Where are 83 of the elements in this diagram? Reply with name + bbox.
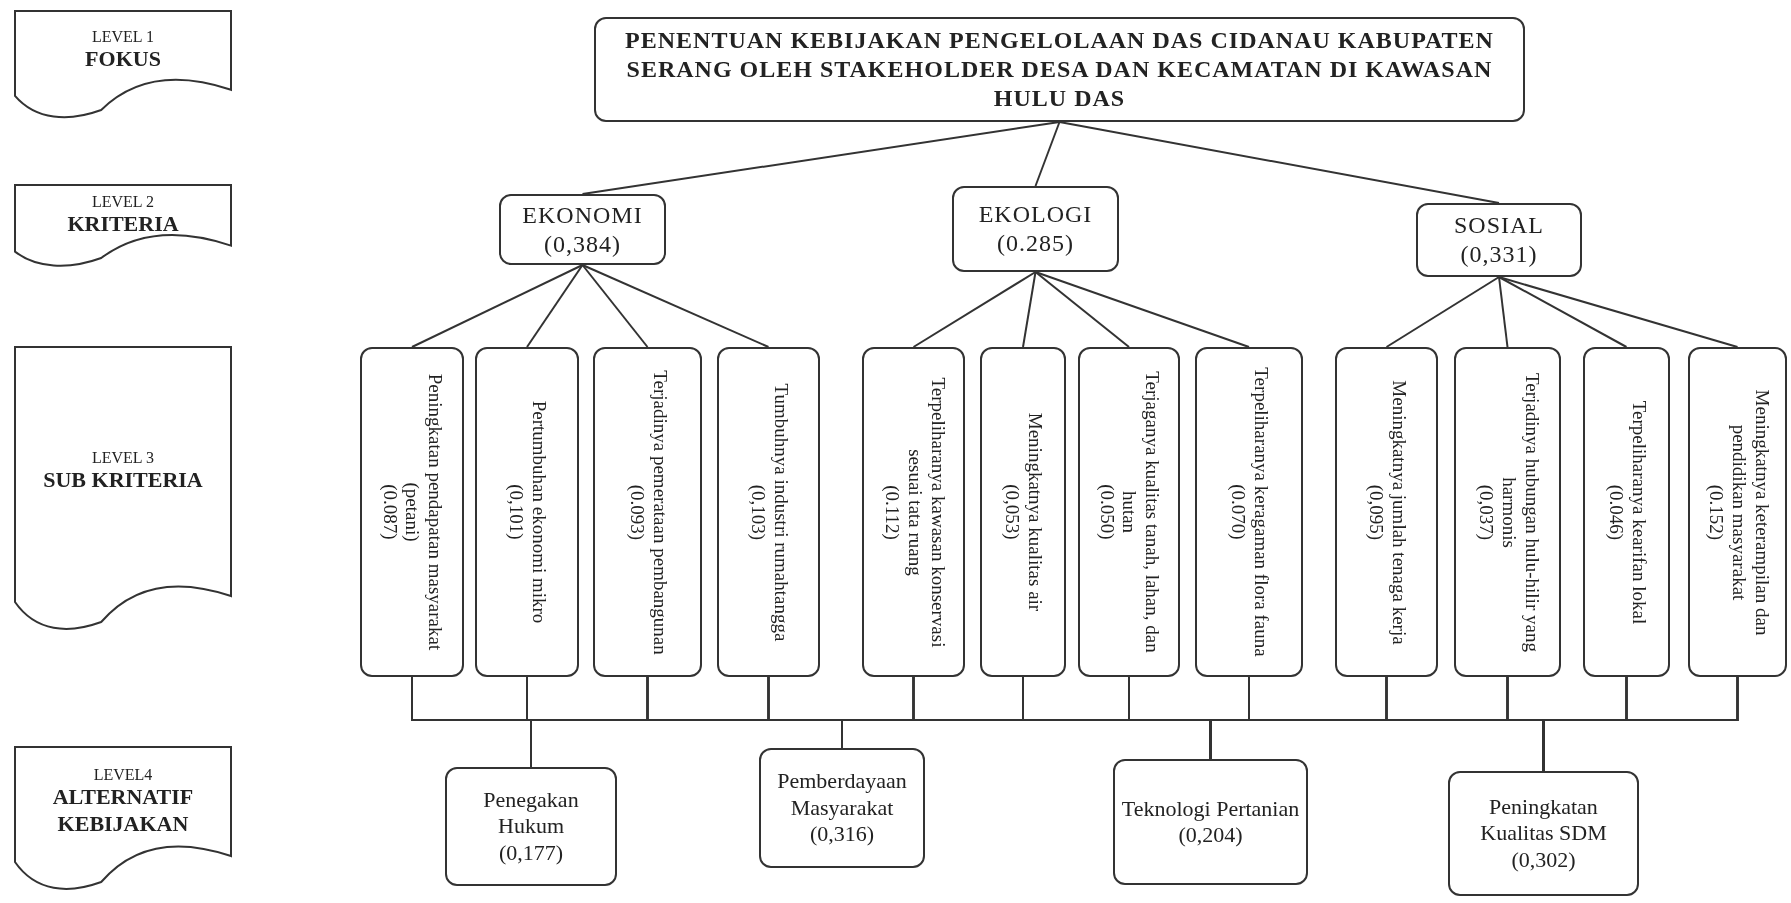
- connector-line: [1034, 271, 1130, 348]
- goal-box: [594, 17, 1525, 122]
- subcriteria-weight: (0.152): [1704, 483, 1727, 542]
- subcriteria-box: [1583, 347, 1670, 677]
- subcriteria-box: [593, 347, 702, 677]
- subcriteria-weight: (0.087): [378, 483, 401, 542]
- subcriteria-box: [1335, 347, 1438, 677]
- alternative-weight: (0,302): [1510, 846, 1577, 874]
- alternative-weight: (0,316): [808, 821, 876, 848]
- subcriteria-box: [1078, 347, 1180, 677]
- connector-line: [1498, 276, 1509, 348]
- subcriteria-weight: (0.050): [1095, 483, 1118, 542]
- subcriteria-name: Peningkatan pendapatan masyarakat (petani): [401, 372, 447, 653]
- criteria-box: [952, 186, 1119, 272]
- subcriteria-box: [980, 347, 1066, 677]
- criteria-name: EKOLOGI: [977, 200, 1094, 229]
- connector-line: [581, 121, 1061, 195]
- subcriteria-name: Terjadinya hubungan hulu-hilir yang harmonis: [1496, 371, 1542, 654]
- connector-line: [1034, 121, 1061, 187]
- subcriteria-name: Meningkatnya jumlah tenaga kerja: [1387, 378, 1410, 647]
- alternative-name: Pemberdayaan Masyarakat: [776, 768, 908, 822]
- subcriteria-box: [1195, 347, 1303, 677]
- criteria-name: SOSIAL: [1453, 211, 1545, 240]
- subcriteria-name: Terpeliharanya kawasan konservasi sesuai tata ruang: [902, 376, 948, 649]
- subcriteria-box: [1688, 347, 1787, 677]
- subcriteria-box: [862, 347, 965, 677]
- criteria-name: EKONOMI: [521, 200, 644, 230]
- subcriteria-weight: (0.046): [1604, 483, 1627, 542]
- connector-line: [581, 264, 770, 348]
- level-name: KRITERIA: [66, 211, 180, 238]
- level-number: LEVEL4: [92, 765, 154, 785]
- connector-line: [581, 264, 649, 348]
- subcriteria-name: Terpeliharanya kearifan lokal: [1627, 399, 1650, 626]
- subcriteria-weight: (0.093): [625, 483, 648, 542]
- subcriteria-name: Terpeliharanya keragaman flora fauna: [1249, 366, 1272, 659]
- subcriteria-weight: (0,103): [746, 483, 769, 542]
- subcriteria-name: Meningkatnya keterampilan dan pendidikan masyarakat: [1726, 388, 1772, 637]
- subcriteria-name: Terjadinya pemerataan pembangunan: [648, 368, 671, 657]
- subcriteria-name: Terjaganya kualitas tanah, lahan, dan hutan: [1118, 370, 1164, 655]
- connector-line: [1022, 271, 1037, 348]
- connector-line: [1058, 121, 1500, 204]
- connector-line: [1498, 276, 1739, 348]
- subcriteria-box: [360, 347, 464, 677]
- subcriteria-weight: (0.112): [880, 483, 903, 542]
- alternative-box: [1448, 771, 1639, 896]
- subcriteria-weight: (0,053): [1001, 483, 1023, 542]
- connector-line: [1498, 276, 1628, 348]
- subcriteria-weight: (0.070): [1227, 483, 1249, 542]
- subcriteria-weight: (0,101): [505, 483, 527, 542]
- subcriteria-weight: (0,037): [1474, 483, 1497, 542]
- alternative-weight: (0,177): [497, 839, 565, 867]
- level-name: FOKUS: [84, 46, 162, 73]
- alternative-name: Teknologi Pertanian: [1120, 795, 1301, 822]
- goal-title: PENENTUAN KEBIJAKAN PENGELOLAAN DAS CIDANAU KABUPATEN SERANG OLEH STAKEHOLDER DESA DAN KECAMATAN DI KAWASAN HULU DAS: [624, 26, 1495, 113]
- level-name: ALTERNATIF KEBIJAKAN: [51, 784, 195, 837]
- subcriteria-box: [1454, 347, 1561, 677]
- subcriteria-name: Pertumbuhan ekonomi mikro: [527, 399, 550, 626]
- connector-line: [1034, 271, 1250, 348]
- level-number: LEVEL 3: [90, 448, 156, 468]
- criteria-weight: (0,384): [543, 229, 622, 259]
- connector-line: [912, 271, 1037, 348]
- alternative-box: [759, 748, 925, 868]
- alternative-name: Peningkatan Kualitas SDM: [1479, 793, 1608, 847]
- criteria-box: [499, 194, 666, 265]
- alternative-name: Penegakan Hukum: [482, 786, 580, 840]
- subcriteria-box: [475, 347, 579, 677]
- criteria-weight: (0,331): [1459, 240, 1539, 269]
- subcriteria-box: [717, 347, 820, 677]
- connector-line: [411, 264, 584, 348]
- level-name: SUB KRITERIA: [42, 467, 204, 494]
- criteria-box: [1416, 203, 1582, 277]
- subcriteria-weight: (0,095): [1364, 483, 1387, 542]
- criteria-weight: (0.285): [996, 229, 1075, 258]
- connector-line: [526, 264, 584, 348]
- connector-line: [1542, 676, 1739, 772]
- level-number: LEVEL 2: [90, 192, 156, 212]
- level-number: LEVEL 1: [90, 27, 156, 47]
- alternative-box: [1113, 759, 1308, 885]
- alternative-box: [445, 767, 617, 886]
- subcriteria-name: Meningkatnya kualitas air: [1023, 411, 1046, 614]
- connector-line: [1385, 276, 1500, 348]
- alternative-weight: (0,204): [1177, 822, 1244, 849]
- subcriteria-name: Tumbuhnya industri rumahtangga: [769, 382, 792, 643]
